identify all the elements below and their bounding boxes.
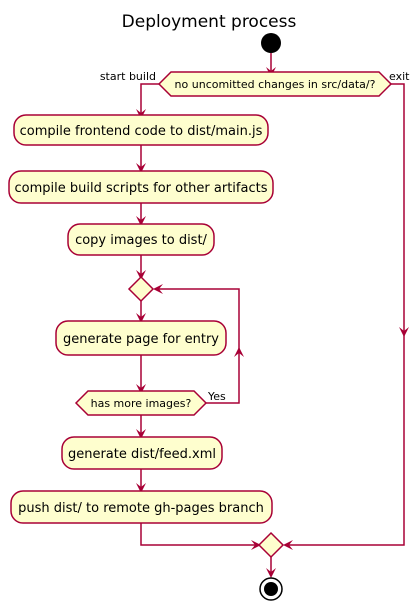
action-box bbox=[55, 320, 227, 356]
action-compile-scripts: compile build scripts for other artifact… bbox=[8, 170, 274, 204]
arrowhead bbox=[234, 347, 244, 357]
end-node-inner bbox=[264, 582, 278, 596]
action-box bbox=[8, 170, 274, 204]
action-label: generate dist/feed.xml bbox=[68, 447, 216, 462]
diagram-title: Deployment process bbox=[122, 12, 297, 32]
edges bbox=[140, 53, 405, 575]
action-label: copy images to dist/ bbox=[75, 233, 207, 248]
arrowhead bbox=[136, 384, 146, 394]
arrowhead bbox=[399, 327, 409, 337]
arrowhead bbox=[136, 109, 146, 119]
edge-push-to-merge bbox=[140, 523, 258, 546]
loop-check-decision: has more images? bbox=[74, 390, 208, 416]
decision-diamond bbox=[74, 390, 208, 416]
arrowhead bbox=[283, 540, 293, 550]
arrowhead bbox=[136, 313, 146, 323]
action-label: compile build scripts for other artifact… bbox=[15, 181, 268, 196]
action-box bbox=[67, 223, 215, 256]
edge-loop-back bbox=[156, 288, 240, 404]
loop-repeat-label: Yes bbox=[207, 390, 226, 403]
arrowhead bbox=[251, 540, 261, 550]
end-node bbox=[259, 577, 283, 601]
arrowheads bbox=[136, 67, 409, 578]
loop-merge-diamond bbox=[127, 275, 155, 303]
final-merge-diamond bbox=[257, 531, 285, 559]
edge-decision-to-build bbox=[140, 83, 159, 114]
arrowhead bbox=[136, 216, 146, 226]
action-generate-feed: generate dist/feed.xml bbox=[61, 436, 223, 470]
action-label: push dist/ to remote gh-pages branch bbox=[18, 501, 264, 516]
end-node-outer bbox=[259, 577, 283, 601]
action-box bbox=[10, 490, 273, 524]
decision-no-label: exit bbox=[389, 70, 410, 83]
edge-decision-to-exit bbox=[286, 83, 405, 546]
action-generate-page: generate page for entry bbox=[55, 320, 227, 356]
decision-question: no uncomitted changes in src/data/? bbox=[175, 78, 376, 91]
action-box bbox=[13, 114, 269, 146]
loop-question: has more images? bbox=[91, 397, 192, 410]
arrowhead bbox=[136, 429, 146, 439]
arrowhead bbox=[136, 163, 146, 173]
arrowhead bbox=[266, 568, 276, 578]
action-box bbox=[61, 436, 223, 470]
action-label: generate page for entry bbox=[63, 332, 219, 347]
arrowhead bbox=[136, 270, 146, 280]
build-decision: no uncomitted changes in src/data/? bbox=[157, 71, 393, 97]
decision-diamond bbox=[157, 71, 393, 97]
arrowhead bbox=[136, 483, 146, 493]
start-node bbox=[261, 33, 281, 53]
action-label: compile frontend code to dist/main.js bbox=[20, 124, 263, 139]
arrowhead bbox=[153, 284, 163, 294]
decision-yes-label: start build bbox=[100, 70, 156, 83]
action-copy-images: copy images to dist/ bbox=[67, 223, 215, 256]
action-push: push dist/ to remote gh-pages branch bbox=[10, 490, 273, 524]
action-compile-frontend: compile frontend code to dist/main.js bbox=[13, 114, 269, 146]
